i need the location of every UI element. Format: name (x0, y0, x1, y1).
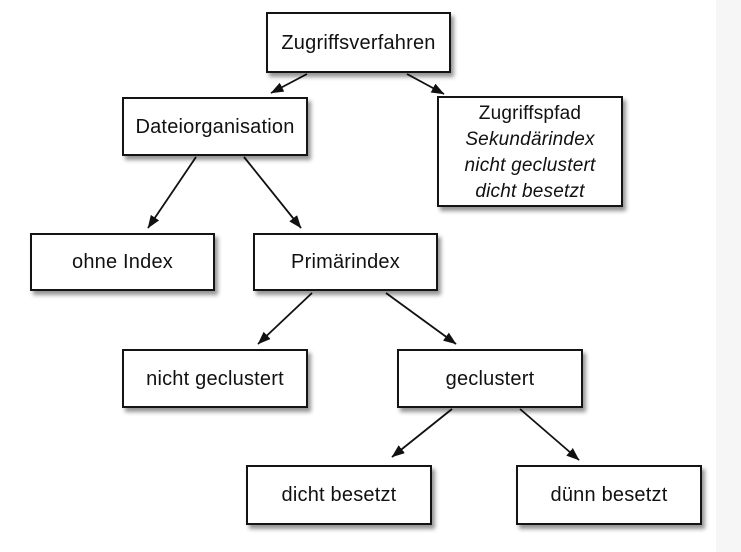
node-label: ohne Index (72, 251, 173, 273)
edge-geclustert-to-dicht-besetzt (391, 408, 453, 458)
edge-geclustert-to-duenn-besetzt (519, 408, 580, 461)
node-label: dicht besetzt (281, 484, 397, 506)
node-label: Dateiorganisation (135, 115, 295, 138)
node-label-line: Zugriffspfad (478, 102, 582, 124)
node-label-line: Sekundärindex (465, 128, 595, 150)
node-duenn-besetzt: dünn besetzt (516, 465, 702, 525)
node-zugriffsverfahren: Zugriffsverfahren (266, 12, 451, 73)
node-label: nicht geclustert (146, 367, 284, 390)
edge-root-to-dateiorganisation (270, 73, 308, 94)
page-edge-strip (716, 0, 741, 552)
node-nicht-geclustert: nicht geclustert (122, 349, 308, 408)
node-label-line: nicht geclustert (464, 154, 596, 176)
node-zugriffspfad: Zugriffspfad Sekundärindex nicht geclust… (437, 96, 623, 207)
node-label-line: dicht besetzt (475, 180, 585, 202)
node-ohne-index: ohne Index (30, 233, 215, 291)
edge-root-to-zugriffspfad (406, 73, 445, 95)
edge-primaerindex-to-nicht-geclustert (257, 292, 313, 345)
node-dicht-besetzt: dicht besetzt (246, 465, 432, 525)
node-geclustert: geclustert (397, 349, 583, 408)
node-label: Primärindex (291, 251, 400, 273)
node-primaerindex: Primärindex (253, 233, 438, 291)
node-label: geclustert (445, 367, 535, 390)
edge-dateiorganisation-to-ohne-index (147, 156, 197, 229)
node-label: dünn besetzt (550, 484, 668, 506)
edge-dateiorganisation-to-primaerindex (243, 156, 302, 229)
edge-primaerindex-to-geclustert (385, 292, 457, 345)
node-dateiorganisation: Dateiorganisation (122, 97, 308, 156)
node-label: Zugriffsverfahren (281, 31, 436, 54)
